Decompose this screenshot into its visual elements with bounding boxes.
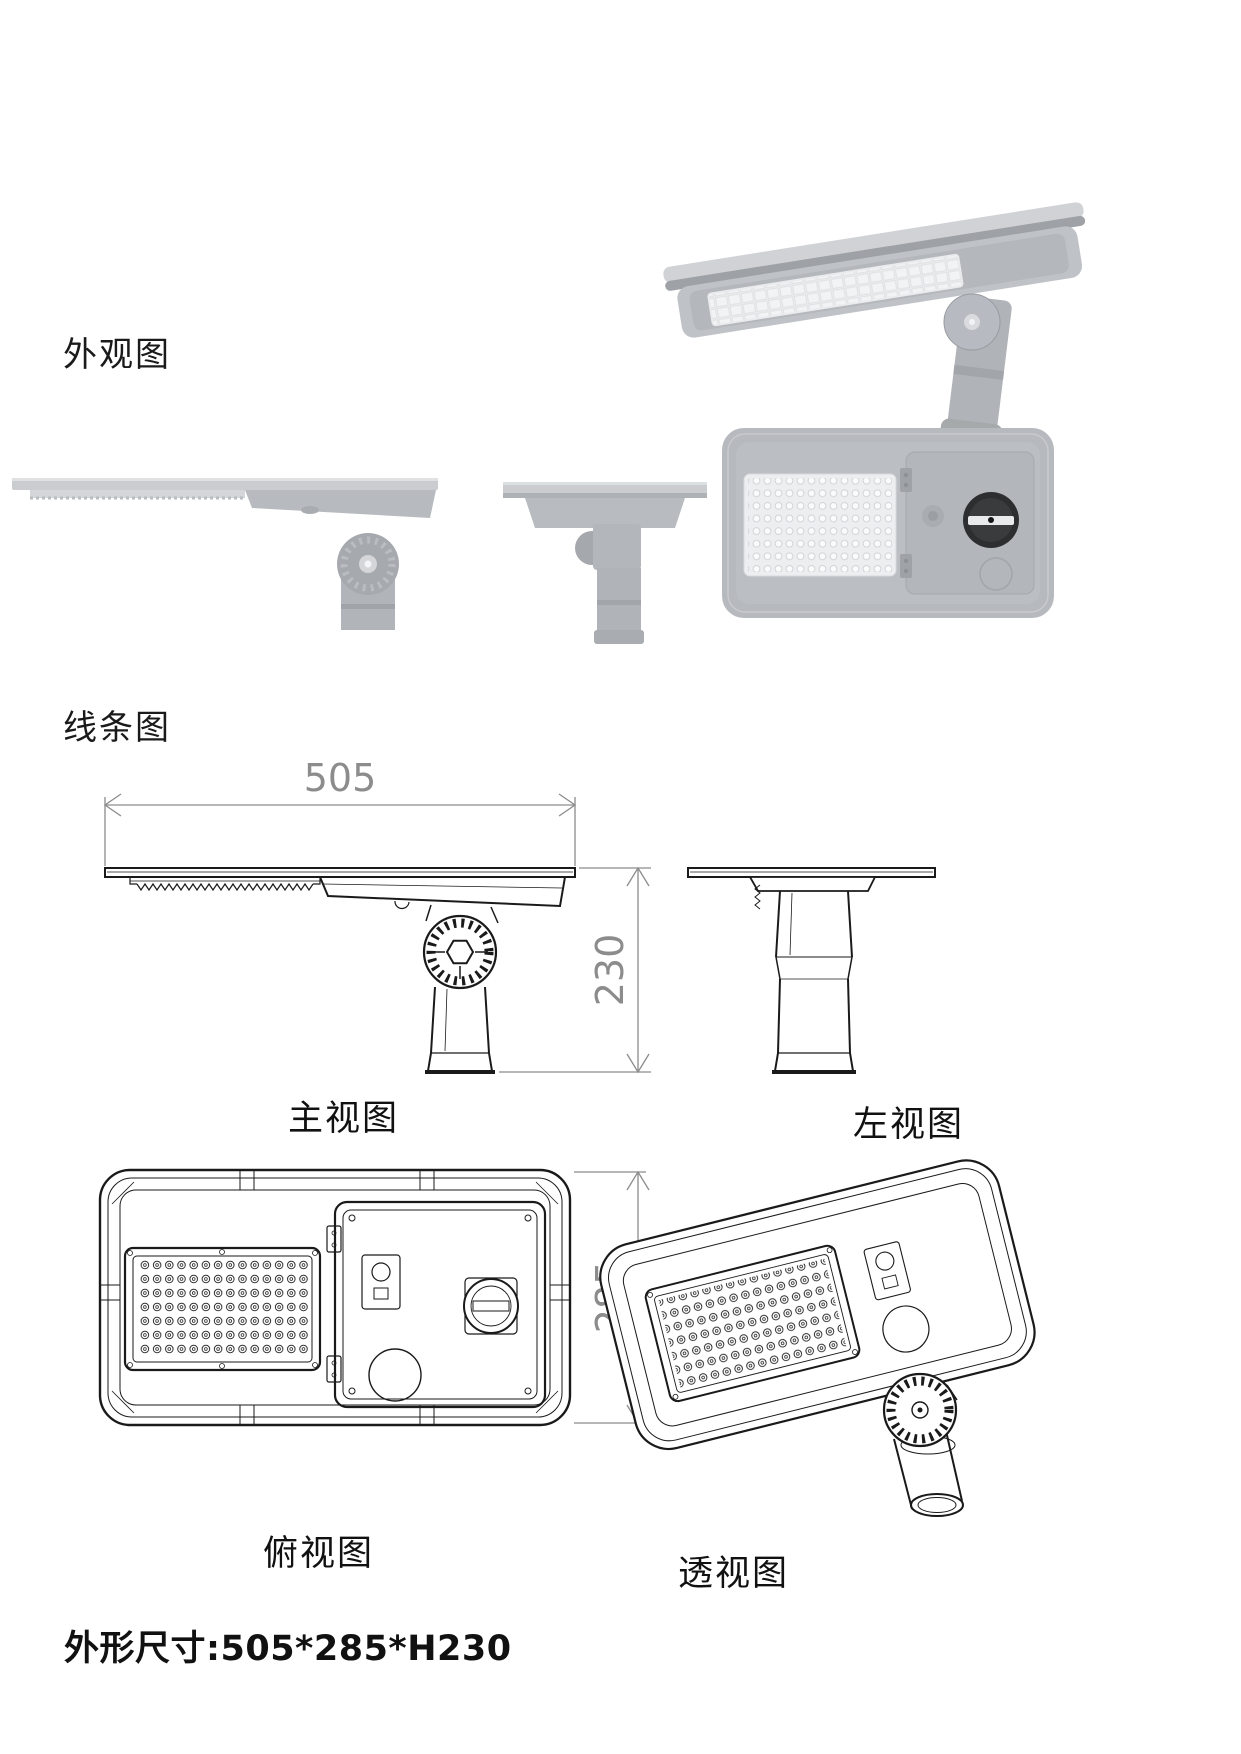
render-side-view	[12, 478, 438, 630]
perspective-dial	[882, 1372, 958, 1448]
top-view-drawing: 285	[98, 1168, 650, 1427]
render-bottom-view	[722, 428, 1054, 618]
front-view-drawing: 505 230	[103, 756, 651, 1074]
top-view-body	[98, 1168, 572, 1427]
dimension-width	[103, 793, 577, 866]
perspective-pole	[887, 1384, 964, 1517]
line-drawing-section-label: 线条图	[63, 708, 171, 748]
dim-width-label: 505	[304, 756, 377, 800]
render-panel	[663, 202, 1086, 338]
front-view-label: 主视图	[288, 1099, 400, 1139]
top-control-box	[333, 1200, 547, 1409]
left-view-drawing	[687, 867, 936, 1074]
left-view-body	[687, 867, 936, 1074]
perspective-view-label: 透视图	[678, 1554, 790, 1594]
dim-height-label: 230	[588, 934, 632, 1007]
render-end-view	[503, 482, 707, 644]
dimension-height	[499, 866, 651, 1074]
left-view-label: 左视图	[853, 1105, 965, 1145]
perspective-body	[599, 1159, 1036, 1451]
overall-dimensions-text: 外形尺寸:505*285*H230	[64, 1629, 512, 1669]
top-view-label: 俯视图	[263, 1534, 375, 1574]
perspective-view-drawing	[599, 1159, 1036, 1517]
appearance-section-label: 外观图	[63, 335, 171, 375]
front-view-body	[104, 867, 576, 1074]
render-perspective	[663, 202, 1086, 455]
